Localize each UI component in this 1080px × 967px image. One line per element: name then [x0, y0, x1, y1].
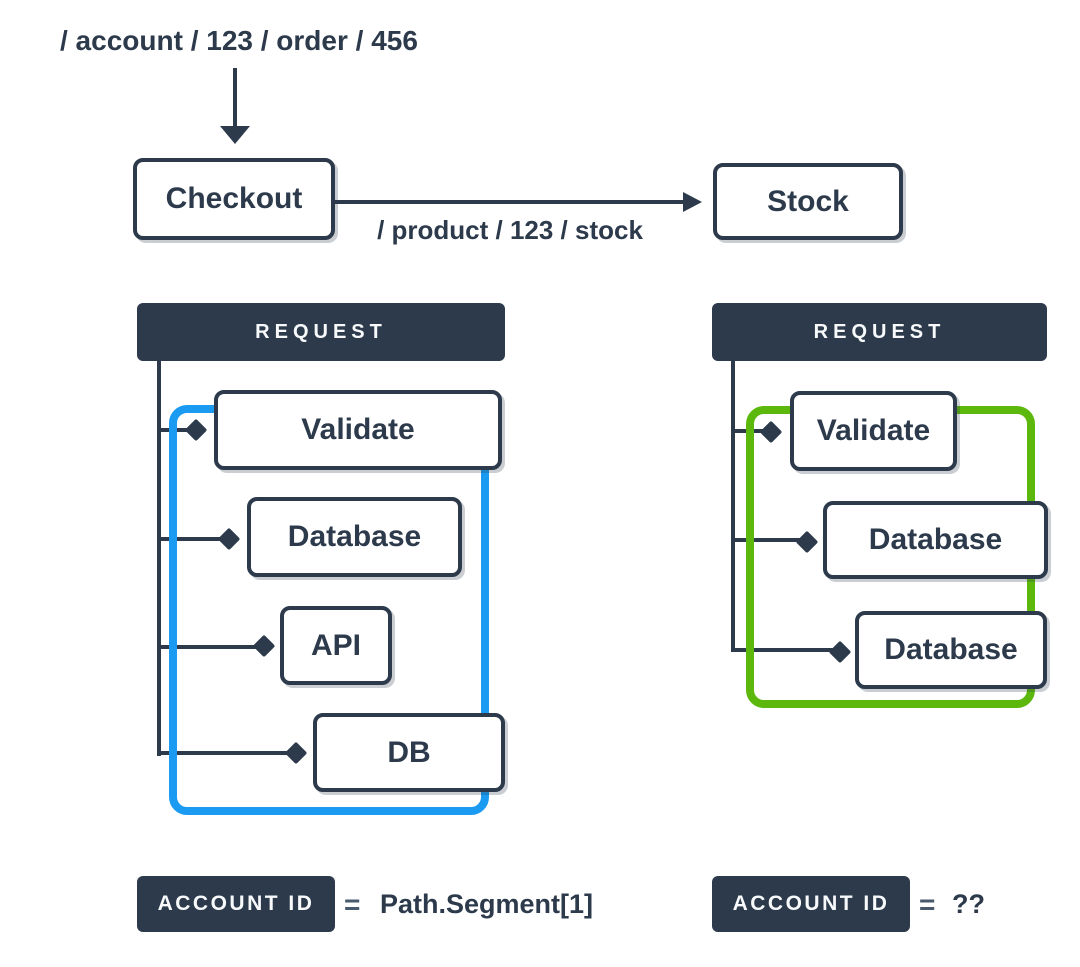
- right-branch-line: [731, 648, 846, 652]
- right-step-database-1: Database: [823, 501, 1048, 579]
- step-label: Validate: [816, 414, 931, 447]
- left-account-id-value: Path.Segment[1]: [380, 889, 594, 919]
- right-trace-spine-line: [731, 361, 735, 652]
- left-step-db: DB: [313, 713, 505, 792]
- checkout-to-stock-arrow-line: [335, 200, 683, 204]
- step-label: Database: [884, 633, 1018, 666]
- right-step-validate: Validate: [790, 391, 957, 471]
- right-step-database-2: Database: [855, 611, 1047, 689]
- incoming-path-label: / account / 123 / order / 456: [60, 25, 418, 56]
- arrow-right-icon: [683, 192, 702, 212]
- incoming-arrow-line: [233, 68, 237, 128]
- left-branch-line: [157, 537, 237, 541]
- right-equals-sign: =: [919, 889, 936, 920]
- stock-node-label: Stock: [767, 184, 849, 218]
- checkout-node-label: Checkout: [165, 182, 303, 215]
- left-trace-spine-line: [157, 361, 161, 756]
- right-request-header: REQUEST: [712, 303, 1047, 361]
- step-label: Database: [868, 523, 1003, 556]
- left-branch-line: [157, 428, 204, 432]
- left-account-id-badge: ACCOUNT ID: [137, 876, 335, 932]
- stock-node: Stock: [713, 163, 903, 240]
- left-equals-sign: =: [344, 889, 361, 920]
- outgoing-path-label: / product / 123 / stock: [377, 215, 643, 245]
- step-label: DB: [387, 735, 431, 769]
- right-account-id-value: ??: [952, 889, 985, 919]
- left-branch-line: [157, 645, 272, 649]
- right-branch-line: [731, 538, 814, 542]
- left-step-validate: Validate: [214, 390, 502, 470]
- step-label: Validate: [301, 413, 415, 446]
- left-step-database: Database: [247, 497, 462, 577]
- checkout-node: Checkout: [133, 158, 335, 240]
- right-branch-line: [731, 429, 779, 433]
- step-label: Database: [287, 520, 422, 553]
- arrow-down-icon: [220, 126, 250, 144]
- step-label: API: [310, 628, 361, 662]
- left-request-header: REQUEST: [137, 303, 505, 361]
- left-branch-line: [157, 751, 304, 755]
- left-step-api: API: [280, 606, 392, 685]
- right-account-id-badge: ACCOUNT ID: [712, 876, 910, 932]
